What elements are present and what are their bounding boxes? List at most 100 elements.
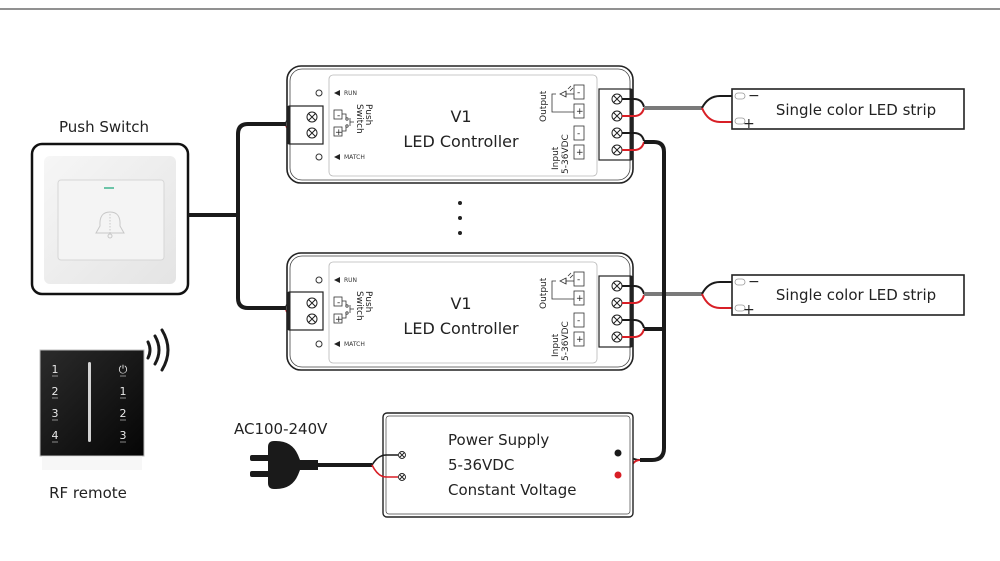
rf-remote: 1 2 3 4 ⏻ 1 2 3 RF remote (39, 328, 170, 502)
controller-2-output-pins (573, 271, 585, 347)
power-supply: Power Supply 5-36VDC Constant Voltage (382, 412, 634, 518)
led-strip-2-wiring (622, 281, 738, 309)
led-strip-2: − + Single color LED strip (731, 274, 965, 318)
controller-2-output-terminal (598, 275, 633, 348)
controller-1-label-panel (328, 74, 598, 177)
input-voltage-label: 5-36VDC (561, 134, 571, 174)
power-plug-icon (250, 441, 318, 489)
ac-input: AC100-240V (234, 420, 398, 489)
switch-label: Switch (354, 104, 364, 134)
out-minus: - (577, 88, 580, 98)
led-strip-2-body (731, 274, 965, 316)
remote-right-button-1[interactable]: 1 (120, 385, 127, 398)
power-bus-wiring (617, 132, 666, 472)
push-label: Push (363, 291, 373, 312)
led-strip-2-label: Single color LED strip (776, 286, 936, 304)
led-strip-1-wiring (622, 95, 738, 123)
dc-output-negative (614, 449, 622, 457)
remote-power-button[interactable]: ⏻ (119, 363, 128, 376)
push-plus: + (335, 315, 343, 325)
out-plus: + (576, 294, 584, 304)
ac-input-terminals (398, 451, 406, 481)
in-plus: + (576, 335, 584, 345)
match-label: MATCH (344, 341, 365, 348)
remote-left-button-2[interactable]: 2 (52, 385, 59, 398)
output-label: Output (539, 90, 549, 122)
bell-icon (95, 211, 125, 239)
rf-remote-panel (39, 349, 145, 457)
input-label: Input (551, 146, 561, 170)
screw-terminal-icon (306, 111, 318, 123)
led-strip-1-plus: + (743, 116, 755, 132)
rf-remote-label: RF remote (49, 484, 127, 502)
input-voltage-label: 5-36VDC (561, 321, 571, 361)
controller-1-output-pins (573, 84, 585, 160)
match-arrow-icon (334, 341, 340, 347)
push-switch-button (57, 179, 165, 261)
match-led-icon (315, 340, 323, 348)
led-strip-1: − + Single color LED strip (731, 88, 965, 132)
controller-1-output-terminal (598, 88, 633, 161)
top-rule (0, 8, 1000, 10)
remote-right-button-2[interactable]: 2 (120, 407, 127, 420)
push-minus: - (337, 298, 340, 308)
wireless-signal-icon (146, 328, 170, 372)
push-switch-label: Push Switch (59, 118, 149, 136)
controller-2-label-panel (328, 261, 598, 364)
rf-remote-reflection (42, 456, 142, 470)
controller-2-input-terminal (287, 291, 324, 331)
run-label: RUN (344, 90, 357, 97)
controller-1-title: V1 (450, 107, 471, 126)
run-led-icon (315, 89, 323, 97)
power-supply-case (382, 412, 634, 518)
match-label: MATCH (344, 154, 365, 161)
led-controller-1: RUN MATCH - + Push Switch V1 LED Control… (286, 65, 634, 184)
power-supply-line1: Power Supply (448, 431, 549, 449)
led-strip-2-plus: + (743, 302, 755, 318)
dc-output-positive (614, 471, 622, 479)
remote-left-button-1[interactable]: 1 (52, 363, 59, 376)
in-minus: - (577, 316, 580, 326)
push-switch-port-symbol (333, 296, 354, 324)
remote-left-button-4[interactable]: 4 (52, 429, 59, 442)
led-diode-icon (551, 85, 574, 113)
controller-2-subtitle: LED Controller (403, 319, 519, 338)
out-plus: + (576, 107, 584, 117)
controller-1-input-terminal (287, 105, 324, 145)
push-plus: + (335, 128, 343, 138)
push-switch: Push Switch (30, 118, 190, 296)
power-supply-line2: 5-36VDC (448, 456, 514, 474)
led-strip-1-minus: − (748, 88, 760, 104)
ac-input-label: AC100-240V (234, 420, 328, 438)
more-controllers-ellipsis (458, 201, 462, 235)
controller-1-subtitle: LED Controller (403, 132, 519, 151)
screw-terminal-icon (306, 127, 318, 139)
led-diode-icon (551, 272, 574, 300)
run-label: RUN (344, 277, 357, 284)
led-strip-1-label: Single color LED strip (776, 101, 936, 119)
push-minus: - (337, 111, 340, 121)
in-minus: - (577, 129, 580, 139)
led-strip-1-body (731, 88, 965, 130)
switch-label: Switch (354, 291, 364, 321)
push-switch-port-symbol (333, 109, 354, 137)
remote-right-button-3[interactable]: 3 (120, 429, 127, 442)
led-strip-2-minus: − (748, 274, 760, 290)
output-label: Output (539, 277, 549, 309)
rf-remote-slider[interactable] (88, 362, 91, 442)
out-minus: - (577, 275, 580, 285)
run-led-icon (315, 276, 323, 284)
led-controller-2: RUN MATCH - + Push Switch V1 LED Control… (286, 252, 634, 371)
in-plus: + (576, 148, 584, 158)
controller-2-title: V1 (450, 294, 471, 313)
input-label: Input (551, 333, 561, 357)
remote-left-button-3[interactable]: 3 (52, 407, 59, 420)
match-arrow-icon (334, 154, 340, 160)
push-label: Push (363, 104, 373, 125)
power-supply-line3: Constant Voltage (448, 481, 576, 499)
run-arrow-icon (334, 90, 340, 96)
match-led-icon (315, 153, 323, 161)
push-switch-wiring (188, 122, 286, 310)
run-arrow-icon (334, 277, 340, 283)
